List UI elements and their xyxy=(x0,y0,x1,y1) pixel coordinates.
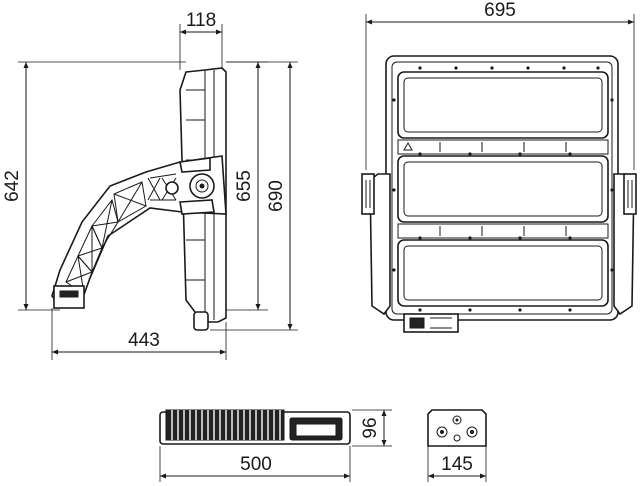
front-led-panel-middle xyxy=(397,155,609,223)
front-led-panel-bottom xyxy=(397,239,609,307)
dim-500-label: 500 xyxy=(240,454,272,475)
side-cable-gland xyxy=(193,311,209,331)
dim-443: 443 xyxy=(51,308,227,360)
dim-655-label: 655 xyxy=(234,170,255,202)
front-led-panel-top xyxy=(397,71,609,139)
dim-96-label: 96 xyxy=(360,417,381,438)
dim-500: 500 xyxy=(159,446,351,482)
dim-145-label: 145 xyxy=(441,454,473,475)
dim-655: 655 xyxy=(226,61,268,311)
dim-642-label: 642 xyxy=(2,170,23,202)
dim-443-label: 443 xyxy=(128,330,160,351)
side-view xyxy=(51,67,227,331)
dim-145: 145 xyxy=(427,446,487,482)
driver-side-view xyxy=(159,409,351,445)
dim-695: 695 xyxy=(365,0,635,170)
dim-690-label: 690 xyxy=(266,180,287,212)
dim-118-label: 118 xyxy=(186,10,216,31)
front-screw-dots xyxy=(392,66,614,312)
front-view xyxy=(361,55,637,333)
front-pivot-left xyxy=(361,173,375,215)
front-pivot-right xyxy=(623,173,637,215)
dim-690: 690 xyxy=(210,61,298,331)
dim-642: 642 xyxy=(2,61,186,311)
dim-118: 118 xyxy=(179,10,223,70)
driver-end-view xyxy=(427,409,487,447)
driver-heatsink-fins xyxy=(165,409,285,441)
dim-695-label: 695 xyxy=(484,0,516,21)
dim-96: 96 xyxy=(352,409,392,447)
